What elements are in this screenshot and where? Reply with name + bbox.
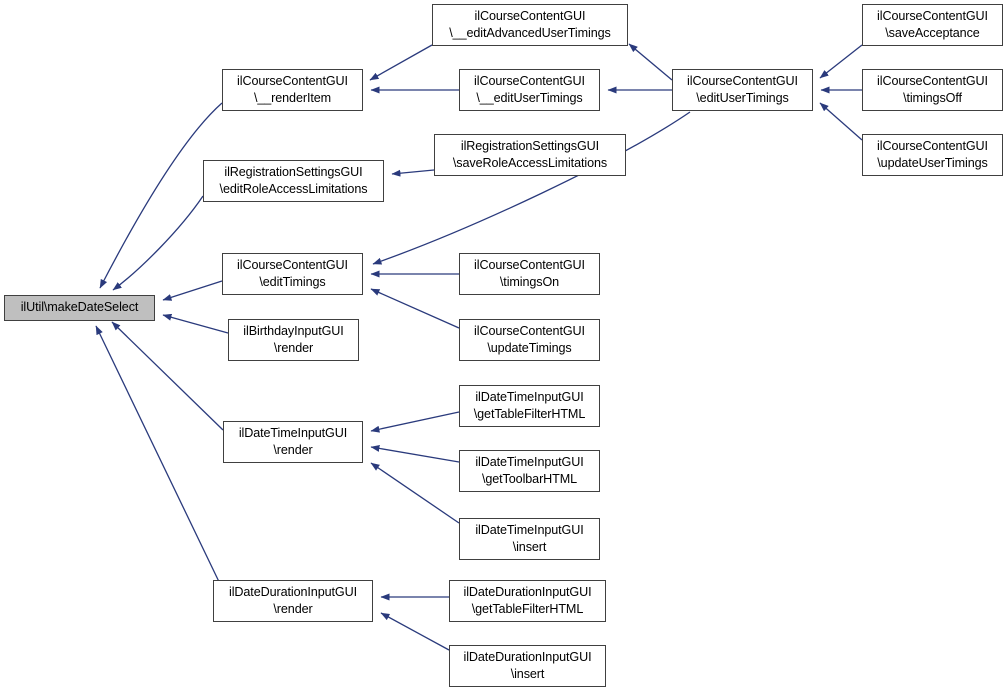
graph-node-editUserTimings[interactable]: ilCourseContentGUI \editUserTimings <box>672 69 813 111</box>
node-label-line1: ilCourseContentGUI <box>687 73 798 88</box>
edge-saveAcceptance-to-editUserTimings <box>819 44 863 79</box>
graph-node-dateTimeGetToolbarHTML[interactable]: ilDateTimeInputGUI \getToolbarHTML <box>459 450 600 492</box>
node-label-line2: \insert <box>512 540 547 554</box>
edge-dateDurationRender-to-makeDateSelect <box>95 325 223 589</box>
node-label-line2: \insert <box>510 667 545 681</box>
node-label-line2: \saveAcceptance <box>885 26 980 40</box>
graph-node-dateTimeRender[interactable]: ilDateTimeInputGUI \render <box>223 421 363 463</box>
node-label-line1: ilRegistrationSettingsGUI <box>224 164 363 179</box>
node-label-line1: ilCourseContentGUI <box>474 323 585 338</box>
graph-node-dateDurationGetTableFilterHTML[interactable]: ilDateDurationInputGUI \getTableFilterHTM… <box>449 580 606 622</box>
node-label-line1: ilCourseContentGUI <box>474 8 586 23</box>
graph-node-editRoleAccessLimitations[interactable]: ilRegistrationSettingsGUI \editRoleAccess… <box>203 160 384 202</box>
edge-saveRoleAccessLimitations-to-editRoleAccessLimitations <box>391 169 435 177</box>
node-label-line2: \__renderItem <box>253 91 332 105</box>
node-label-line1: ilDateTimeInputGUI <box>475 522 584 537</box>
node-label-line1: ilCourseContentGUI <box>877 73 988 88</box>
graph-node-saveAcceptance[interactable]: ilCourseContentGUI \saveAcceptance <box>862 4 1003 46</box>
graph-node-dateTimeGetTableFilterHTML[interactable]: ilDateTimeInputGUI \getTableFilterHTML <box>459 385 600 427</box>
edge-birthdayRender-to-makeDateSelect <box>162 313 229 334</box>
node-label-line2: \getTableFilterHTML <box>471 602 584 616</box>
graph-node-editAdvancedUserTimings[interactable]: ilCourseContentGUI \__editAdvancedUserTim… <box>432 4 628 46</box>
node-label-line1: ilBirthdayInputGUI <box>243 323 344 338</box>
edge-updateUserTimings-to-editUserTimings <box>819 102 863 141</box>
node-label-line2: \render <box>273 341 314 355</box>
node-label-line1: ilCourseContentGUI <box>474 257 585 272</box>
edge-dateTimeInsert-to-dateTimeRender <box>370 462 460 524</box>
node-label-line2: \editRoleAccessLimitations <box>219 182 368 196</box>
edge-dateTimeGetToolbarHTML-to-dateTimeRender <box>370 444 460 463</box>
node-label-line2: \editTimings <box>259 275 326 289</box>
edge-editUserTimings-to-editAdvancedUserTimings <box>628 43 673 81</box>
graph-node-timingsOn[interactable]: ilCourseContentGUI \timingsOn <box>459 253 600 295</box>
graph-node-editTimings[interactable]: ilCourseContentGUI \editTimings <box>222 253 363 295</box>
node-label-line1: ilDateDurationInputGUI <box>463 649 592 664</box>
node-label-line2: \getTableFilterHTML <box>473 407 586 421</box>
node-label-line1: ilCourseContentGUI <box>877 138 988 153</box>
edge-dateDurationInsert-to-dateDurationRender <box>380 612 450 651</box>
graph-node-dateTimeInsert[interactable]: ilDateTimeInputGUI \insert <box>459 518 600 560</box>
node-label-line2: \updateUserTimings <box>877 156 988 170</box>
node-label-line1: ilCourseContentGUI <box>474 73 585 88</box>
node-label-line1: ilDateTimeInputGUI <box>238 425 348 440</box>
node-label-line2: \__editAdvancedUserTimings <box>449 26 611 40</box>
graph-node-renderItem[interactable]: ilCourseContentGUI \__renderItem <box>222 69 363 111</box>
edge-editRoleAccessLimitations-to-makeDateSelect <box>112 195 204 291</box>
graph-node-birthdayRender[interactable]: ilBirthdayInputGUI \render <box>228 319 359 361</box>
graph-node-dateDurationInsert[interactable]: ilDateDurationInputGUI \insert <box>449 645 606 687</box>
node-label-line2: \saveRoleAccessLimitations <box>452 156 608 170</box>
edge-editTimings-to-makeDateSelect <box>162 280 223 301</box>
graph-node-makeDateSelect[interactable]: ilUtil\makeDateSelect <box>4 295 155 321</box>
node-label-line1: ilCourseContentGUI <box>237 73 348 88</box>
node-label-line2: \__editUserTimings <box>476 91 583 105</box>
graph-node-saveRoleAccessLimitations[interactable]: ilRegistrationSettingsGUI \saveRoleAccess… <box>434 134 626 176</box>
node-label-line1: ilCourseContentGUI <box>237 257 348 272</box>
node-label-line1: ilDateDurationInputGUI <box>463 584 592 599</box>
edge-editAdvancedUserTimings-to-renderItem <box>369 44 433 81</box>
edge-updateTimings-to-editTimings <box>370 288 460 329</box>
node-label-line1: ilRegistrationSettingsGUI <box>460 138 600 153</box>
node-label-line2: \editUserTimings <box>696 91 789 105</box>
node-label-line1: ilDateDurationInputGUI <box>229 584 357 599</box>
node-label-line2: \updateTimings <box>487 341 572 355</box>
node-label-line1: ilUtil\makeDateSelect <box>20 300 139 315</box>
graph-node-editUserTimingsPrivate[interactable]: ilCourseContentGUI \__editUserTimings <box>459 69 600 111</box>
node-label-line2: \timingsOff <box>903 91 962 105</box>
graph-node-dateDurationRender[interactable]: ilDateDurationInputGUI \render <box>213 580 373 622</box>
node-label-line1: ilCourseContentGUI <box>877 8 988 23</box>
node-label-line2: \render <box>273 602 313 616</box>
node-label-line2: \render <box>273 443 313 457</box>
node-label-line2: \timingsOn <box>499 275 560 289</box>
edge-dateTimeRender-to-makeDateSelect <box>111 321 224 431</box>
node-label-line1: ilDateTimeInputGUI <box>475 454 584 469</box>
graph-node-updateUserTimings[interactable]: ilCourseContentGUI \updateUserTimings <box>862 134 1003 176</box>
graph-node-updateTimings[interactable]: ilCourseContentGUI \updateTimings <box>459 319 600 361</box>
node-label-line1: ilDateTimeInputGUI <box>475 389 584 404</box>
node-label-line2: \getToolbarHTML <box>481 472 578 486</box>
edge-dateTimeGetTableFilterHTML-to-dateTimeRender <box>370 411 460 433</box>
graph-node-timingsOff[interactable]: ilCourseContentGUI \timingsOff <box>862 69 1003 111</box>
